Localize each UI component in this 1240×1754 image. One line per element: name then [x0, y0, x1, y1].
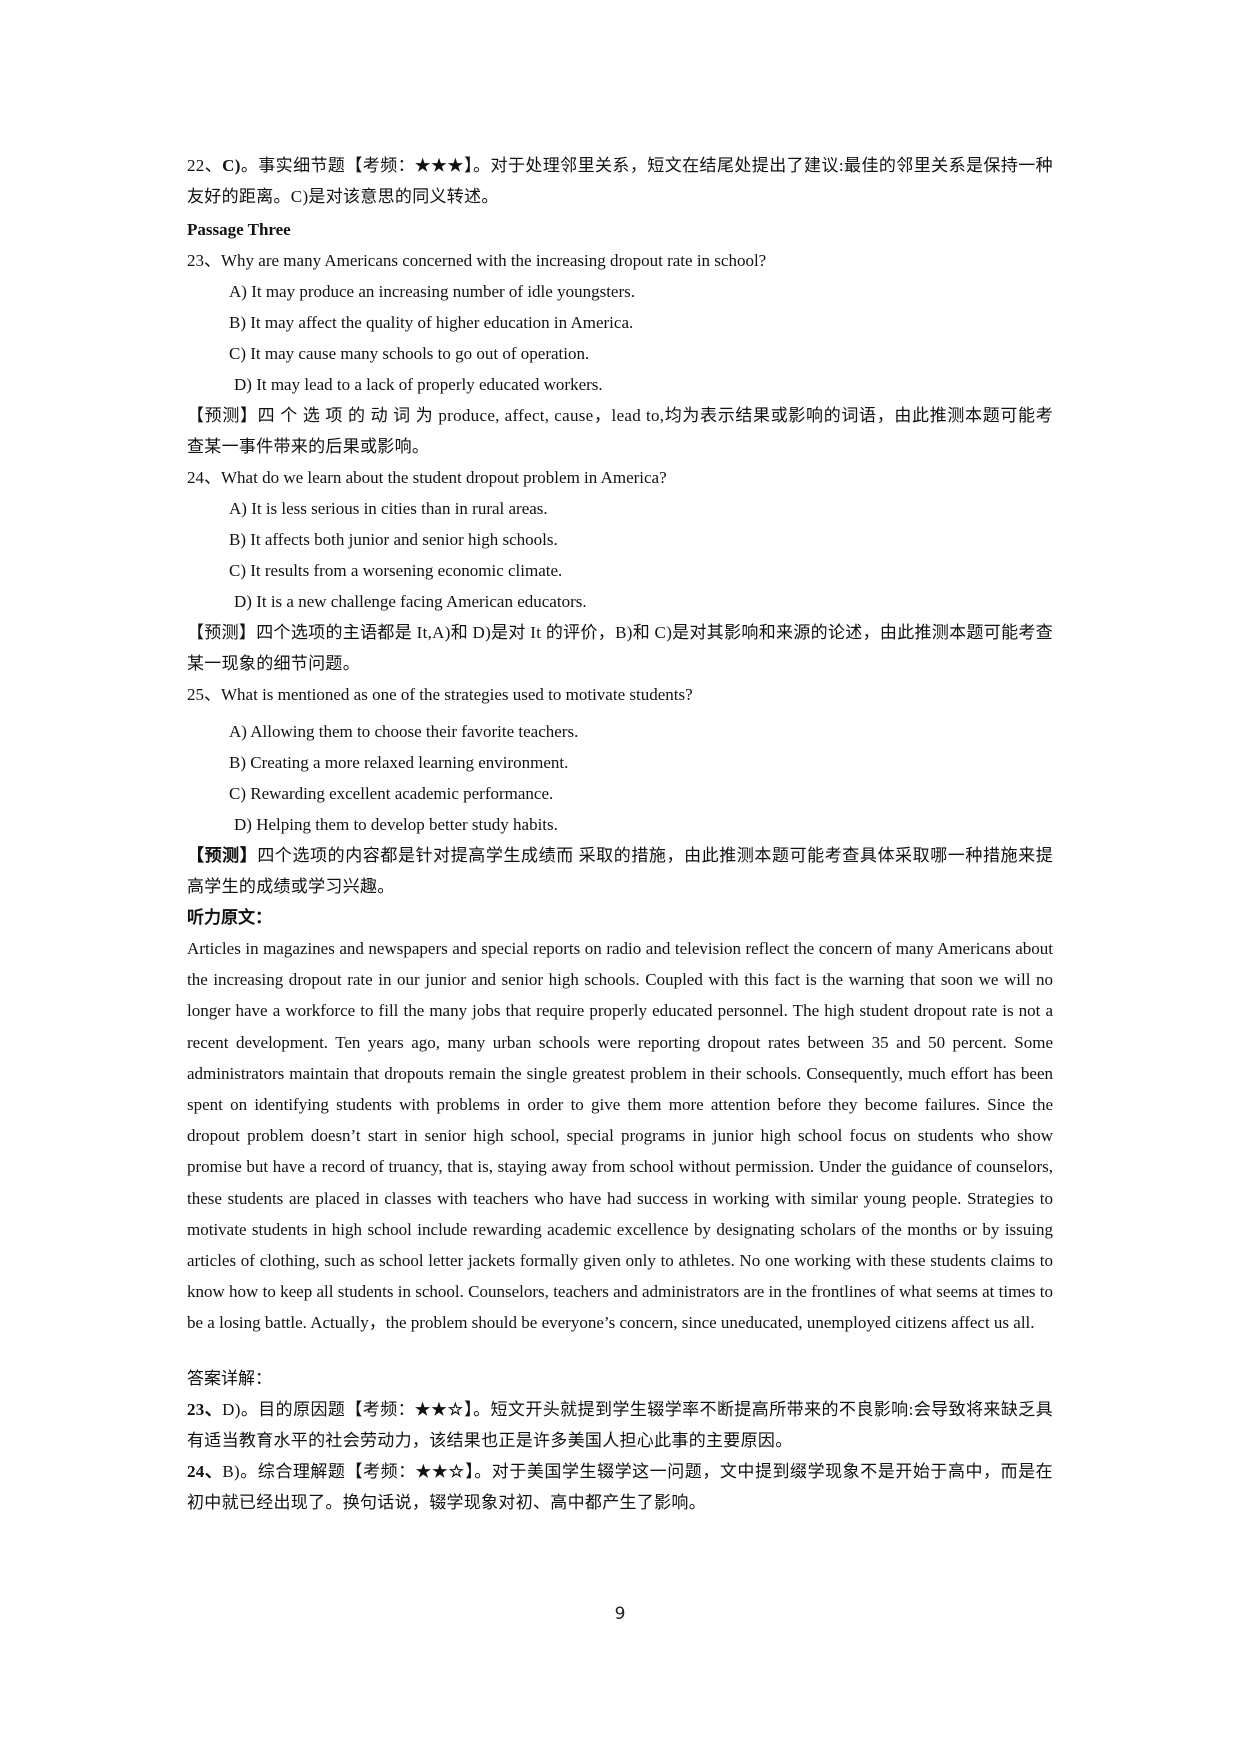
- q22-number: 22、: [187, 156, 223, 175]
- passage-title: Passage Three: [187, 220, 291, 239]
- option-d: D) It is a new challenge facing American…: [234, 592, 587, 611]
- answer-number: 23、: [187, 1399, 223, 1419]
- page-number: 9: [614, 1604, 626, 1624]
- star-rating-icon: ★★☆: [415, 1399, 465, 1419]
- option-b: B) Creating a more relaxed learning envi…: [229, 753, 569, 772]
- option-a: A) It is less serious in cities than in …: [229, 499, 548, 518]
- answer-text: 。短文开头就提到学生辍学率不断提高所带来的不良影响:会导致将来缺乏具有适当教育水…: [187, 1399, 1053, 1450]
- transcript-heading: 听力原文：: [187, 908, 272, 927]
- prediction-label: 【预测】: [187, 406, 258, 425]
- prediction-label: 【预测】: [187, 846, 258, 865]
- document-page: 22、C)。事实细节题【考频：★★★】。对于处理邻里关系，短文在结尾处提出了建议…: [187, 150, 1053, 1518]
- option-a: A) It may produce an increasing number o…: [229, 282, 635, 301]
- option-c: C) It may cause many schools to go out o…: [229, 344, 590, 363]
- answer-number: 24、: [187, 1461, 223, 1481]
- answer-type: 。目的原因题: [240, 1399, 346, 1419]
- answers-heading: 答案详解：: [187, 1368, 272, 1388]
- question-24: 24、What do we learn about the student dr…: [187, 462, 1053, 679]
- prediction-text: 四个选项的内容都是针对提高学生成绩而 采取的措施，由此推测本题可能考查具体采取哪…: [187, 846, 1053, 896]
- answer-type: 。综合理解题: [240, 1461, 346, 1481]
- option-d: D) It may lead to a lack of properly edu…: [234, 375, 603, 394]
- prediction: 【预测】四个选项的主语都是 It,A)和 D)是对 It 的评价，B)和 C)是…: [187, 617, 1053, 679]
- option-b: B) It may affect the quality of higher e…: [229, 313, 634, 332]
- question-stem: 23、Why are many Americans concerned with…: [187, 251, 767, 270]
- question-25: 25、What is mentioned as one of the strat…: [187, 679, 1053, 902]
- answer-key: D): [222, 1399, 241, 1419]
- q22-text-2: 保持一种友好的距离。C)是对该意思的同义转述。: [187, 156, 1053, 206]
- answer-key: B): [222, 1461, 240, 1481]
- q22-type: 。事实细节题: [240, 156, 346, 175]
- star-rating-icon: ★★☆: [415, 1461, 466, 1481]
- prediction: 【预测】四 个 选 项 的 动 词 为 produce, affect, cau…: [187, 400, 1053, 462]
- star-rating-icon: ★★★: [415, 156, 465, 175]
- prediction-label: 【预测】: [187, 623, 257, 642]
- q22-text-1: 。对于处理邻里关系，短文在结尾处提出了建议:最佳的邻里关系是: [473, 156, 984, 175]
- prediction: 【预测】四个选项的内容都是针对提高学生成绩而 采取的措施，由此推测本题可能考查具…: [187, 840, 1053, 902]
- answer-24: 24、B)。综合理解题【考频：★★☆】。对于美国学生辍学这一问题，文中提到缀学现…: [187, 1456, 1053, 1518]
- option-a: A) Allowing them to choose their favorit…: [229, 722, 579, 741]
- freq-label: 【考频：: [345, 1399, 416, 1419]
- q22-freq-close: 】: [464, 156, 474, 175]
- freq-close: 】: [465, 1461, 475, 1481]
- freq-close: 】: [464, 1399, 474, 1419]
- answer-text: 。对于美国学生辍学这一问题，文中提到缀学现象不是开始于高中，而是在初中就已经出现…: [187, 1461, 1053, 1512]
- option-c: C) It results from a worsening economic …: [229, 561, 563, 580]
- freq-label: 【考频：: [345, 1461, 416, 1481]
- question-stem: 25、What is mentioned as one of the strat…: [187, 685, 693, 704]
- q22-explanation: 22、C)。事实细节题【考频：★★★】。对于处理邻里关系，短文在结尾处提出了建议…: [187, 150, 1053, 212]
- prediction-text: 四 个 选 项 的 动 词 为 produce, affect, cause，l…: [187, 406, 1053, 456]
- q22-key: C): [222, 156, 241, 175]
- answer-23: 23、D)。目的原因题【考频：★★☆】。短文开头就提到学生辍学率不断提高所带来的…: [187, 1394, 1053, 1456]
- option-b: B) It affects both junior and senior hig…: [229, 530, 558, 549]
- transcript-body: Articles in magazines and newspapers and…: [187, 939, 1053, 1333]
- option-d: D) Helping them to develop better study …: [234, 815, 558, 834]
- question-stem: 24、What do we learn about the student dr…: [187, 468, 667, 487]
- question-23: 23、Why are many Americans concerned with…: [187, 245, 1053, 462]
- option-c: C) Rewarding excellent academic performa…: [229, 784, 554, 803]
- prediction-text: 四个选项的主语都是 It,A)和 D)是对 It 的评价，B)和 C)是对其影响…: [187, 623, 1053, 673]
- q22-freq-label: 【考频：: [345, 156, 416, 175]
